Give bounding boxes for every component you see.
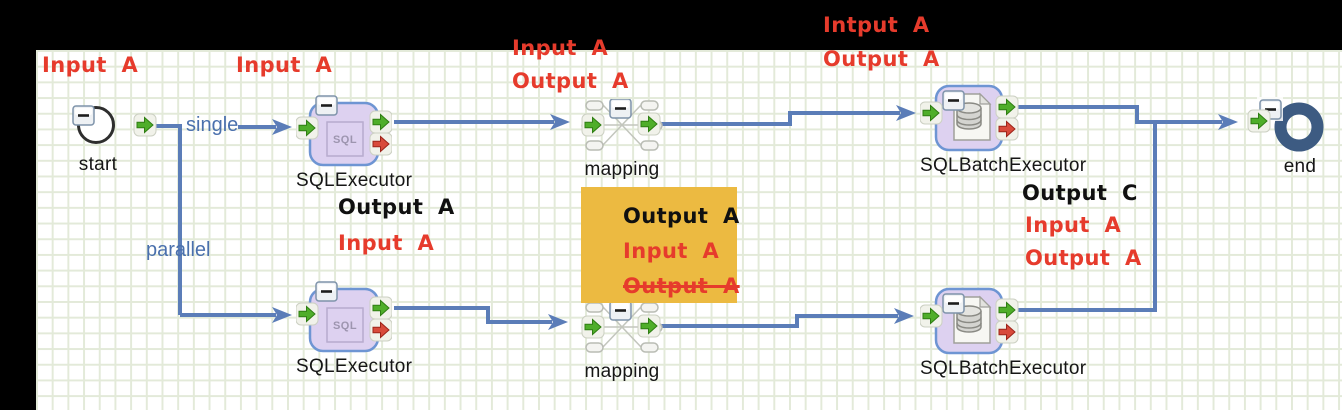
node-mapping-2[interactable]: mapping [574,301,670,383]
output-port-icon[interactable] [637,314,661,338]
sql-badge: SQL [333,320,357,332]
input-port-icon[interactable] [296,116,319,140]
annotation-label: Output A [338,195,455,219]
edge-mapping1-to-sqlbatch1[interactable] [652,105,916,126]
node-label: SQLExecutor [296,356,413,377]
output-port-error-icon[interactable] [369,132,392,156]
collapse-button[interactable] [1259,99,1282,120]
node-sqlbatchexecutor-2[interactable]: SQLBatchExecutor [920,280,1087,380]
node-label: mapping [584,361,660,382]
collapse-button[interactable] [609,99,632,119]
node-end[interactable]: end [1240,94,1342,178]
output-port-error-icon[interactable] [995,320,1019,344]
edge-sqlexecutor2-to-mapping2[interactable] [394,306,568,330]
input-port-icon[interactable] [920,304,943,328]
node-start[interactable]: start [56,94,157,176]
edge-sqlbatch1-to-end[interactable] [1008,105,1238,130]
node-sqlexecutor-1[interactable]: SQL SQLExecutor [296,94,413,192]
input-port-icon[interactable] [296,302,319,326]
input-port-icon[interactable] [581,113,605,137]
node-sqlbatchexecutor-1[interactable]: SQLBatchExecutor [920,77,1087,177]
annotation-label: Input A [338,231,435,255]
collapse-button[interactable] [315,95,338,116]
annotation-label: Output C [1022,181,1138,205]
output-port-success-icon[interactable] [369,296,392,320]
input-port-icon[interactable] [1247,109,1271,133]
collapse-button[interactable] [72,105,95,126]
output-port-error-icon[interactable] [995,117,1019,141]
highlight-line: Input A [623,239,720,263]
annotation-label: Input A [512,36,609,60]
annotation-label: Input A [236,53,333,77]
annotation-label: Input A [42,53,139,77]
node-label: mapping [584,159,660,180]
annotation-label: Output A [823,47,940,71]
output-port-success-icon[interactable] [995,298,1019,322]
end-ring-icon [1274,102,1324,152]
highlight-box: Output A Input A Output A [581,187,740,303]
collapse-button[interactable] [942,293,965,314]
collapse-button[interactable] [942,90,965,111]
output-port-success-icon[interactable] [369,110,392,134]
output-port-icon[interactable] [133,113,157,137]
highlight-line: Output A [623,274,740,298]
edge-label-single: single [186,114,239,136]
annotation-label: Output A [1025,246,1142,270]
output-port-error-icon[interactable] [369,318,392,342]
output-port-icon[interactable] [637,112,661,136]
edge-label-parallel: parallel [146,239,211,261]
collapse-button[interactable] [609,301,632,321]
highlight-line: Output A [623,204,740,228]
node-label: start [78,154,118,175]
annotation-label: Output A [512,69,629,93]
node-mapping-1[interactable]: mapping [574,99,670,181]
node-label: end [1283,156,1317,177]
node-label: SQLBatchExecutor [920,358,1087,379]
edge-mapping2-to-sqlbatch2[interactable] [652,308,914,328]
output-port-success-icon[interactable] [995,95,1019,119]
annotation-label: Input A [1025,213,1122,237]
node-sqlexecutor-2[interactable]: SQL SQLExecutor [296,280,413,378]
sql-badge: SQL [333,134,357,146]
input-port-icon[interactable] [920,101,943,125]
node-label: SQLExecutor [296,170,413,191]
node-label: SQLBatchExecutor [920,155,1087,176]
collapse-button[interactable] [315,281,338,302]
edge-sqlbatch2-to-junction[interactable] [1008,124,1157,312]
input-port-icon[interactable] [581,315,605,339]
annotation-label: Intput A [823,13,930,37]
